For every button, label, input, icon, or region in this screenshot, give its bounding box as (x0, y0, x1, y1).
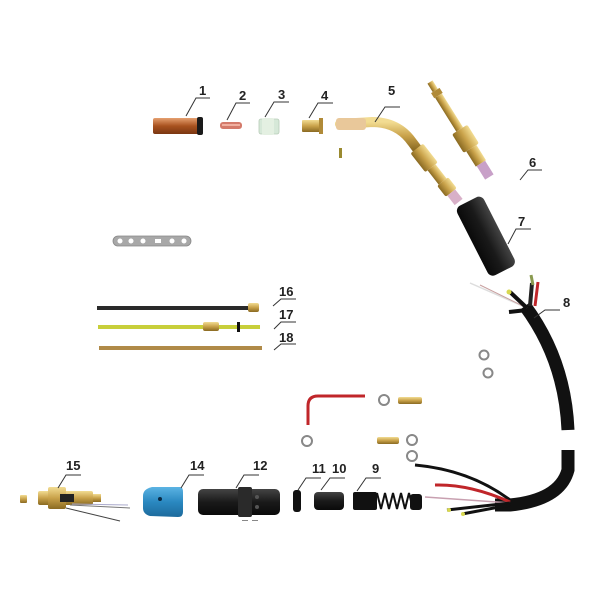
label-18: 18 (279, 330, 294, 345)
handle-part (456, 196, 515, 276)
retaining-ring-part (293, 490, 301, 512)
connector-nut-part (143, 487, 183, 517)
label-17: 17 (279, 307, 294, 322)
straight-neck-part (427, 80, 494, 180)
nozzle-part (153, 117, 203, 135)
label-7: 7 (518, 214, 526, 229)
label-6: 6 (529, 155, 537, 170)
cable-sleeve-part (314, 492, 344, 510)
bottom-wires (414, 463, 511, 516)
label-15: 15 (66, 458, 81, 473)
leader-lines (57, 97, 560, 492)
brass-tube-part (99, 346, 262, 350)
label-14: 14 (190, 458, 205, 473)
teflon-liner-part (98, 322, 260, 332)
insulator-part (258, 118, 280, 135)
washers-connectors (301, 394, 422, 462)
label-12: 12 (253, 458, 268, 473)
washers-right (478, 349, 494, 379)
label-8: 8 (563, 295, 571, 310)
central-connector-part (20, 487, 131, 522)
label-2: 2 (239, 88, 247, 103)
pin-part (339, 148, 342, 158)
spacer-plate-part (112, 235, 192, 247)
label-4: 4 (321, 88, 329, 103)
steel-liner-part (97, 303, 259, 312)
label-10: 10 (332, 461, 347, 476)
gooseneck-part (335, 116, 463, 206)
label-3: 3 (278, 87, 286, 102)
label-11: 11 (312, 461, 326, 476)
label-9: 9 (372, 461, 380, 476)
label-5: 5 (388, 83, 396, 98)
cable-assembly-part (469, 274, 575, 512)
red-wire-part (306, 394, 365, 425)
label-16: 16 (279, 284, 294, 299)
contact-tip-part (220, 122, 242, 129)
tip-holder-part (302, 118, 323, 134)
spring-strain-relief-part (353, 492, 422, 510)
label-1: 1 (199, 83, 207, 98)
connector-housing-part (198, 487, 280, 521)
